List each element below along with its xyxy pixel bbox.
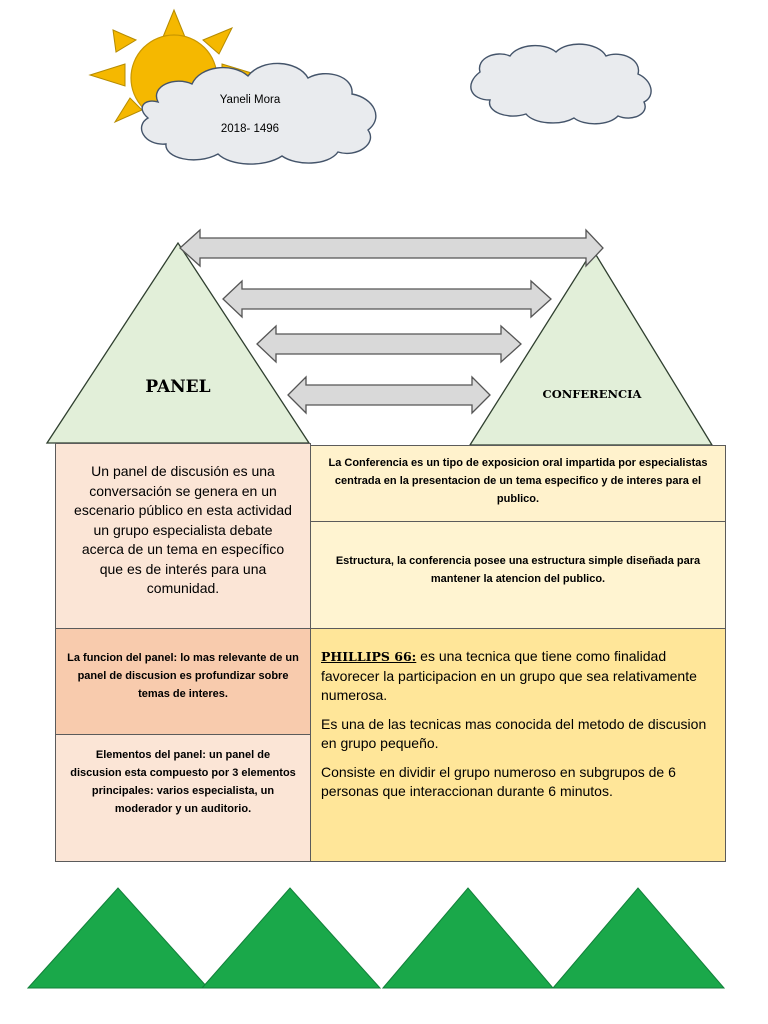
panel-elements-box: Elementos del panel: un panel de discusi… [55, 734, 311, 862]
conferencia-title: CONFERENCIA [542, 387, 642, 401]
phillips-paragraph-3: Consiste en dividir el grupo numeroso en… [321, 763, 676, 800]
author-name: Yaneli Mora [219, 94, 281, 106]
phillips-label: PHILLIPS 66: [321, 649, 417, 664]
panel-title: PANEL [145, 377, 211, 397]
panel-function-box: La funcion del panel: lo mas relevante d… [55, 628, 311, 735]
panel-function: La funcion del panel: lo mas relevante d… [67, 652, 299, 700]
panel-description-box: Un panel de discusión es una conversació… [55, 443, 311, 629]
double-arrow-icon [287, 375, 491, 415]
phillips-paragraph-2: Es una de las tecnicas mas conocida del … [321, 715, 707, 752]
mountain-shape [200, 887, 382, 989]
panel-description: Un panel de discusión es una conversació… [74, 463, 292, 596]
conferencia-structure: Estructura, la conferencia posee una est… [335, 555, 701, 585]
mountain-shape [26, 887, 210, 989]
double-arrow-icon [222, 279, 552, 319]
conferencia-definition: La Conferencia es un tipo de exposicion … [328, 457, 708, 505]
cloud-icon [470, 43, 652, 125]
mountain-shape [551, 887, 726, 989]
double-arrow-icon [179, 228, 604, 268]
phillips-intro: es una tecnica que tiene como finalidad … [321, 648, 697, 703]
name-cloud [141, 62, 377, 165]
conferencia-structure-box: Estructura, la conferencia posee una est… [310, 521, 726, 629]
phillips-box: PHILLIPS 66: es una tecnica que tiene co… [310, 628, 726, 862]
conferencia-definition-box: La Conferencia es un tipo de exposicion … [310, 445, 726, 522]
mountain-shape [381, 887, 555, 989]
double-arrow-icon [256, 324, 522, 364]
panel-elements: Elementos del panel: un panel de discusi… [70, 749, 296, 815]
phillips-intro-paragraph: PHILLIPS 66: es una tecnica que tiene co… [321, 647, 715, 706]
author-id: 2018- 1496 [220, 123, 280, 135]
